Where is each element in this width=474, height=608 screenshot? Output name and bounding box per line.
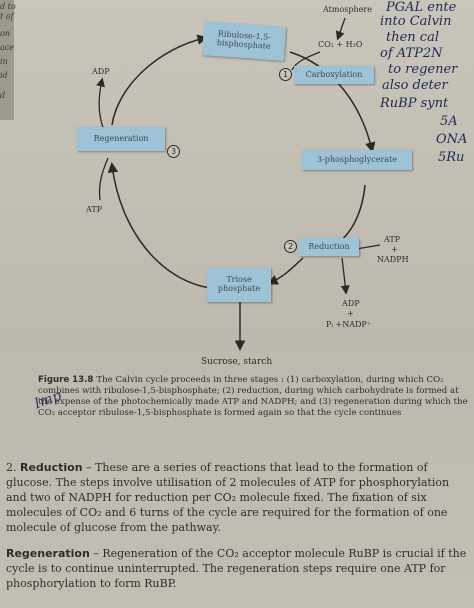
figure-label: Figure 13.8 [38,375,94,385]
triose-phosphate-box: Triose phosphate [207,268,271,302]
margin-fragment: d to [0,2,16,11]
handwritten-note-line: RuBP synt [380,96,449,111]
caption-text: The Calvin cycle proceeds in three stage… [38,375,468,418]
pga-box: 3-phosphoglycerate [302,150,412,170]
regeneration-box: Regeneration [77,127,165,151]
atp-in-arrow [98,157,109,201]
arc-regeneration-to-rubp [111,34,208,126]
margin-fragment: id [0,71,8,80]
margin-fragment: on [0,29,10,38]
adp-label-top: ADP [92,67,110,76]
handwritten-note-line: into Calvin [380,14,452,29]
list-number: 2. [6,461,20,474]
handwritten-note-line: ONA [436,132,468,147]
adp-out-arrow [96,77,106,129]
carboxylation-box: Carboxylation [294,66,374,84]
handwritten-note-line: of ATP2N [380,46,443,61]
pi-nadp-label: Pᵢ +NADP⁺ [326,320,372,329]
co2-entry-arrow [335,17,346,41]
arc-reduction-to-triose [267,257,304,285]
adp-nadp-out-arrow [340,257,350,295]
margin-fragment: d [0,91,6,100]
regeneration-text: – Regeneration of the CO₂ acceptor molec… [6,547,467,590]
margin-fragment: t of [0,12,14,21]
regeneration-heading: Regeneration [6,547,90,560]
handwritten-note-line: 5Ru [438,150,465,165]
nadph-label: NADPH [377,255,409,264]
handwritten-note-line: also deter [382,78,448,93]
arc-triose-to-regeneration [107,162,211,289]
margin-fragment: in [0,57,8,66]
co2-join-arrow [291,51,321,71]
reduction-heading: Reduction [20,461,83,474]
handwritten-note-line: to regener [388,62,458,77]
atmosphere-label: Atmosphere [323,5,372,14]
plus-sign: + [347,309,354,318]
reduction-paragraph: 2. Reduction – These are a series of rea… [6,460,468,535]
step-number-2: 2 [284,240,297,253]
handwritten-note-line: PGAL ente [386,0,457,15]
reduction-box: Reduction [299,238,359,256]
atp-label-left: ATP [86,205,103,214]
handwritten-note-line: 5A [440,114,458,129]
adp-label-bottom: ADP [342,299,360,308]
sucrose-starch-label: Sucrose, starch [201,357,273,367]
margin-fragment: ace [0,43,14,52]
reduction-text: – These are a series of reactions that l… [6,461,450,534]
left-page-edge [0,0,14,120]
arc-carboxylation-to-pga [289,51,376,153]
co2-water-label: CO₂ + H₂O [318,40,363,49]
rubp-box: Ribulose-1,5-bisphosphate [201,21,287,61]
step-number-1: 1 [279,68,292,81]
atp-label-right: ATP [384,235,401,244]
plus-sign: + [391,245,398,254]
step-number-3: 3 [167,145,180,158]
regeneration-paragraph: Regeneration – Regeneration of the CO₂ a… [6,546,468,591]
handwritten-note-line: then cal [386,30,439,45]
